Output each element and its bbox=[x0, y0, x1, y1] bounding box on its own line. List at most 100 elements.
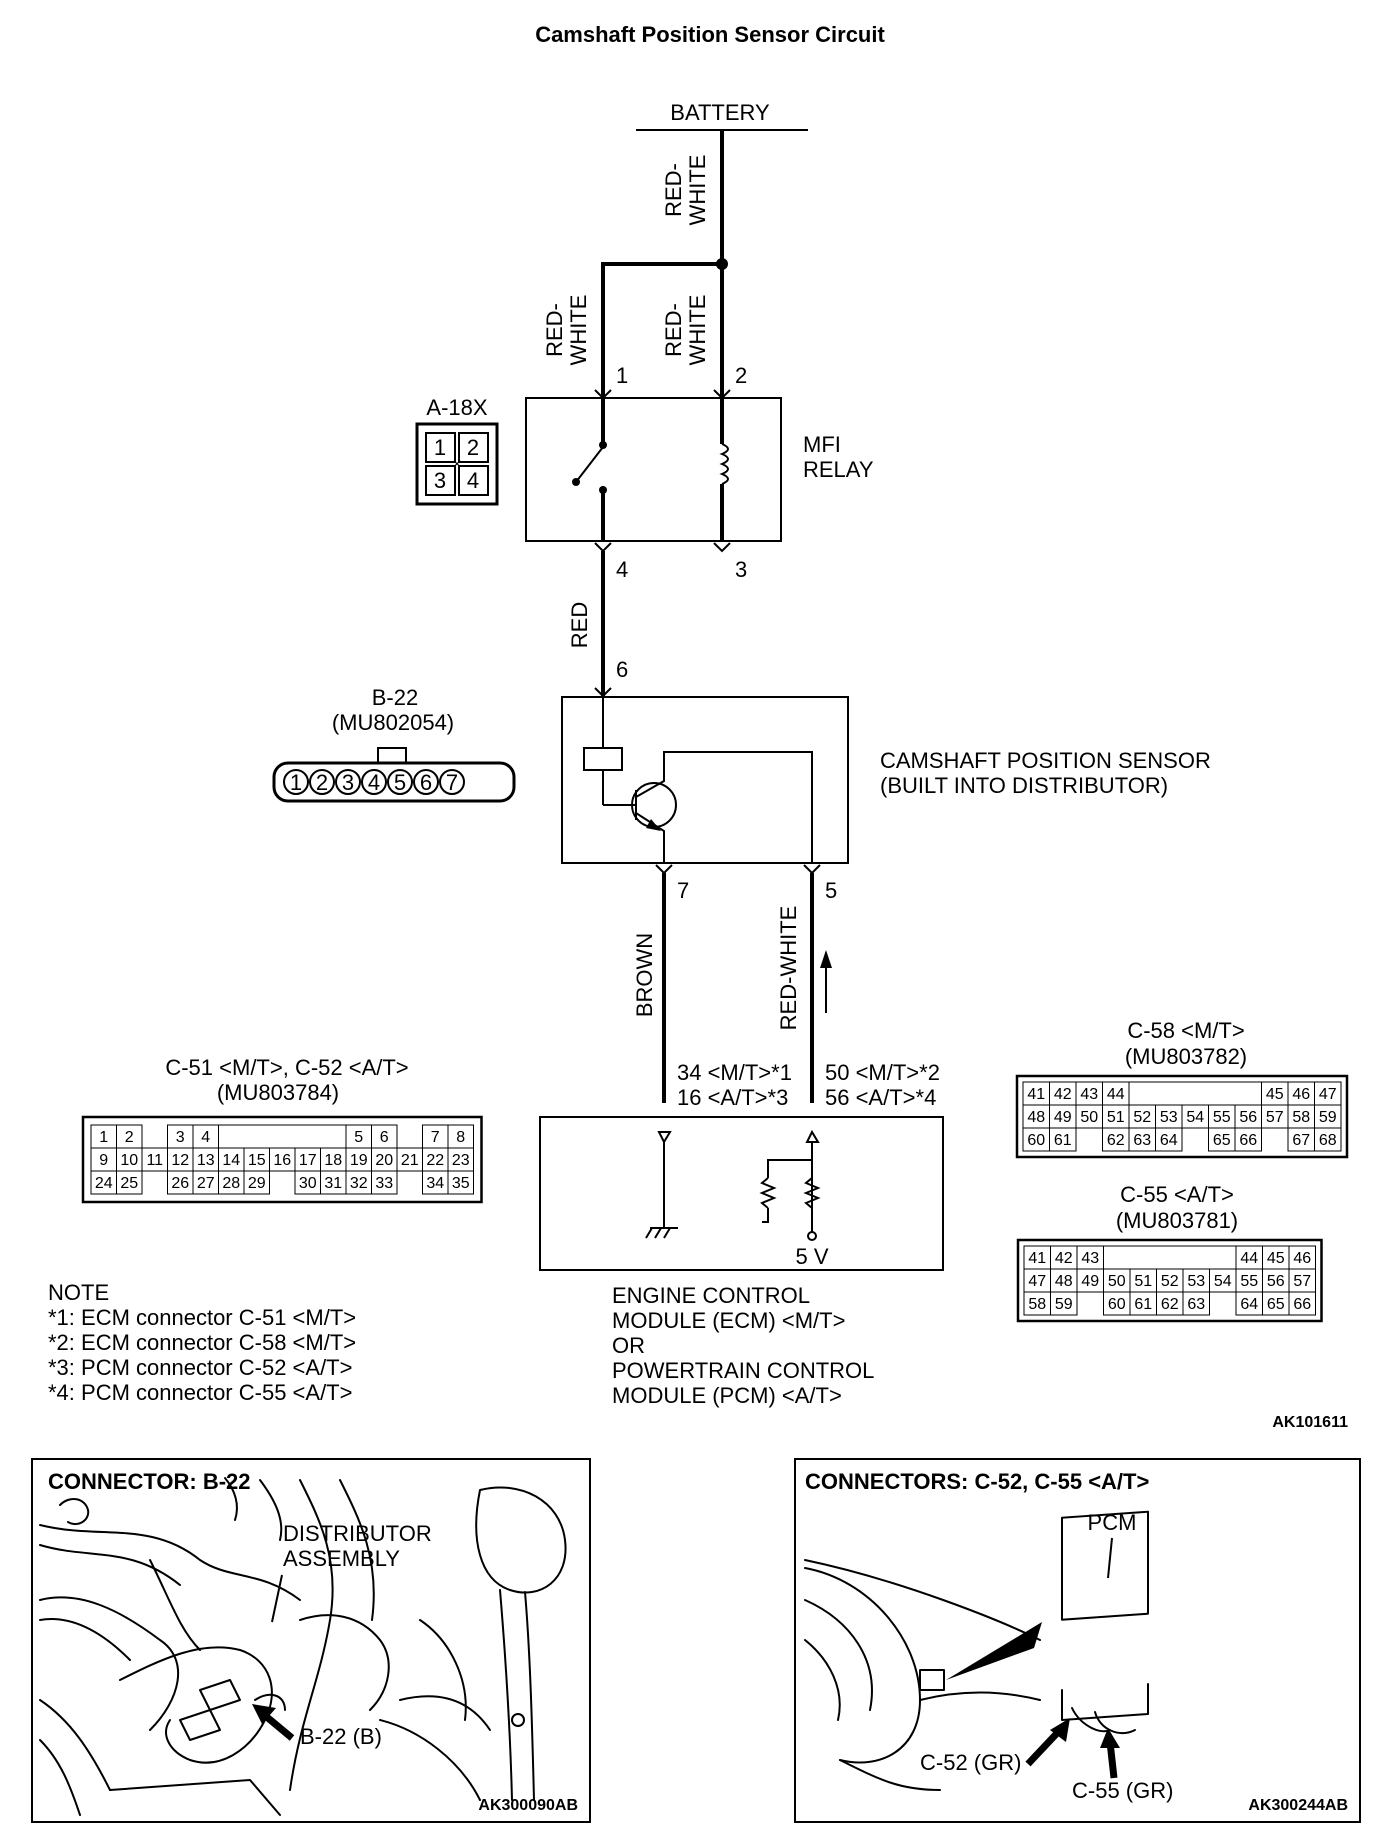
connector-c55-part: (MU803781) bbox=[1116, 1208, 1238, 1233]
connector-pin-label: 19 bbox=[350, 1152, 368, 1169]
ground-hatch bbox=[654, 1227, 662, 1239]
connector-pin-label: 65 bbox=[1267, 1296, 1285, 1313]
connector-pin-label: 49 bbox=[1054, 1109, 1072, 1126]
callout-c55: C-55 (GR) bbox=[1072, 1778, 1173, 1803]
panel-frame bbox=[31, 1458, 591, 1823]
connector-pin-label: 57 bbox=[1293, 1273, 1311, 1290]
wire-label-battery: RED-WHITE bbox=[661, 155, 710, 226]
connector-cell bbox=[243, 1170, 270, 1195]
connector-pin-label: 62 bbox=[1161, 1296, 1179, 1313]
b22-pin bbox=[335, 769, 361, 795]
connector-c55-label: C-55 <A/T> bbox=[1120, 1182, 1234, 1207]
callout-arrowhead bbox=[1100, 1728, 1120, 1748]
connector-pin-label: 7 bbox=[431, 1129, 440, 1146]
signal-direction-arrowhead bbox=[820, 950, 832, 968]
battery-label: BATTERY bbox=[670, 100, 770, 125]
hall-element bbox=[583, 747, 623, 771]
ecm-5v-node bbox=[807, 1231, 817, 1241]
wire-label-relay-pin2: RED-WHITE bbox=[661, 295, 710, 366]
relay-pivot bbox=[572, 478, 580, 486]
wire-label-relay-pin1: RED-WHITE bbox=[542, 295, 591, 366]
connector-pin-label: 53 bbox=[1160, 1109, 1178, 1126]
b22-pin-label: 2 bbox=[316, 770, 328, 795]
note-item: *1: ECM connector C-51 <M/T> bbox=[48, 1305, 356, 1330]
connector-cell bbox=[1155, 1127, 1183, 1152]
ecm-input-triangle bbox=[657, 1131, 672, 1145]
connector-pin-label: 10 bbox=[120, 1152, 138, 1169]
panel-left-code: AK300090AB bbox=[478, 1797, 578, 1814]
connector-pin-label: 43 bbox=[1081, 1250, 1099, 1267]
connector-pin-label: 20 bbox=[375, 1152, 393, 1169]
pin-arrow bbox=[803, 864, 821, 875]
connector-pin-label: 63 bbox=[1187, 1296, 1205, 1313]
connector-pin-label: 64 bbox=[1160, 1132, 1178, 1149]
connector-a18x-label: A-18X bbox=[426, 395, 487, 420]
connector-pin-label: 57 bbox=[1266, 1109, 1284, 1126]
connector-pin-label: 11 bbox=[146, 1152, 163, 1169]
b22-pin-label: 7 bbox=[446, 770, 458, 795]
b22-pin bbox=[413, 769, 439, 795]
connector-cell bbox=[1234, 1127, 1262, 1152]
b22-pin bbox=[387, 769, 413, 795]
connector-cell bbox=[1314, 1127, 1342, 1152]
callout-leader bbox=[1107, 1537, 1113, 1579]
connector-b22-part: (MU802054) bbox=[332, 710, 454, 735]
connector-pin-label: 9 bbox=[99, 1152, 108, 1169]
connector-pin-label: 16 bbox=[273, 1152, 291, 1169]
dashboard-illustration bbox=[804, 1510, 1149, 1791]
callout-leader bbox=[271, 1574, 283, 1623]
connector-pin-label: 50 bbox=[1108, 1273, 1126, 1290]
note-heading: NOTE bbox=[48, 1280, 109, 1305]
connector-pin-label: 46 bbox=[1293, 1250, 1311, 1267]
connector-pin-label: 48 bbox=[1055, 1273, 1073, 1290]
svg-text:×: × bbox=[452, 456, 461, 473]
connector-pin-label: 34 bbox=[426, 1175, 444, 1192]
connector-pin-label: 3 bbox=[176, 1129, 185, 1146]
connector-pin-label: 53 bbox=[1187, 1273, 1205, 1290]
ecm-box bbox=[539, 1116, 944, 1271]
camshaft-sensor-label: CAMSHAFT POSITION SENSOR(BUILT INTO DIST… bbox=[880, 748, 1211, 798]
transistor-collector bbox=[635, 751, 813, 863]
connector-pin-label: 51 bbox=[1134, 1273, 1152, 1290]
connector-pin-label: 45 bbox=[1267, 1250, 1285, 1267]
connector-pin-label: 32 bbox=[350, 1175, 368, 1192]
connector-pin-label: 47 bbox=[1319, 1086, 1337, 1103]
connector-pin-label: 46 bbox=[1292, 1086, 1310, 1103]
connector-cell bbox=[1050, 1291, 1078, 1316]
relay-pin-4: 4 bbox=[616, 557, 628, 582]
connector-pin-label: 25 bbox=[120, 1175, 138, 1192]
connector-pin-label: 23 bbox=[452, 1152, 470, 1169]
wire-battery-branch bbox=[601, 262, 722, 397]
mfi-relay-box bbox=[525, 397, 782, 542]
a18x-pin: 4 bbox=[467, 468, 479, 493]
b22-pin-label: 4 bbox=[368, 770, 380, 795]
connector-pin-label: 14 bbox=[222, 1152, 240, 1169]
connector-pin-label: 27 bbox=[197, 1175, 215, 1192]
b22-pin-label: 6 bbox=[420, 770, 432, 795]
connector-pin-label: 30 bbox=[299, 1175, 317, 1192]
connector-pin-label: 31 bbox=[324, 1175, 342, 1192]
connector-pin-label: 17 bbox=[299, 1152, 317, 1169]
wire-label-red: RED bbox=[567, 602, 592, 648]
connector-pin-label: 55 bbox=[1213, 1109, 1231, 1126]
sensor-pin-6: 6 bbox=[616, 657, 628, 682]
b22-pin bbox=[361, 769, 387, 795]
callout-arrowhead bbox=[252, 1704, 276, 1724]
ecm-input-triangle bbox=[805, 1129, 820, 1143]
connector-pin-label: 45 bbox=[1266, 1086, 1284, 1103]
ecm-resistor-lead bbox=[762, 1208, 769, 1223]
connector-pin-label: 29 bbox=[248, 1175, 266, 1192]
connector-pin-label: 18 bbox=[324, 1152, 342, 1169]
connector-pin-label: 67 bbox=[1292, 1132, 1310, 1149]
a18x-pin: 1 bbox=[434, 435, 446, 460]
panel-right-title: CONNECTORS: C-52, C-55 <A/T> bbox=[805, 1469, 1149, 1494]
note-item: *4: PCM connector C-55 <A/T> bbox=[48, 1380, 352, 1405]
pin-arrow bbox=[594, 542, 612, 553]
connector-pin-label: 49 bbox=[1081, 1273, 1099, 1290]
connector-pin-label: 65 bbox=[1213, 1132, 1231, 1149]
note-item: *2: ECM connector C-58 <M/T> bbox=[48, 1330, 356, 1355]
relay-switch-arm bbox=[575, 446, 604, 483]
